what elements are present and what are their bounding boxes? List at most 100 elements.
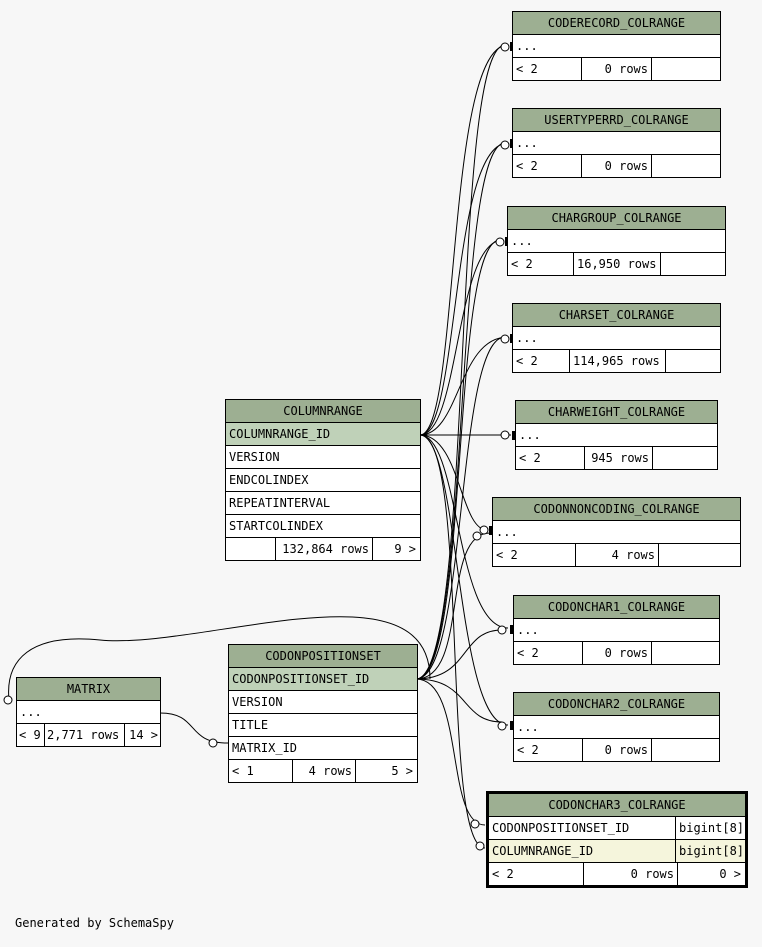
parents-count[interactable]: < 2 [513,350,570,372]
parents-count[interactable]: < 2 [513,155,582,177]
children-count[interactable] [653,447,717,469]
table-title: CODONCHAR1_COLRANGE [514,596,719,619]
column-name: COLUMNRANGE_ID [229,427,331,441]
parents-count[interactable]: < 2 [513,58,582,80]
table-title: CODONPOSITIONSET [229,645,417,668]
table-codonnoncoding-colrange[interactable]: CODONNONCODING_COLRANGE ... < 2 4 rows [492,497,741,567]
table-title: COLUMNRANGE [226,400,420,423]
edge-cps-codonchar2 [415,678,503,723]
children-count[interactable] [666,350,720,372]
ellipsis-row: ... [17,701,160,724]
table-coderecord-colrange[interactable]: CODERECORD_COLRANGE ... < 2 0 rows [512,11,721,81]
edge-columnrange-codonnoncoding [419,434,488,531]
parents-count[interactable]: < 1 [229,760,293,782]
children-count[interactable] [652,58,720,80]
edge-end-circle [472,531,482,541]
row-count: 4 rows [293,760,356,782]
edge-end-bar [510,625,513,634]
parents-count[interactable] [226,538,276,560]
ellipsis-row: ... [514,716,719,739]
column-row[interactable]: VERSION [229,691,417,714]
table-usertyperrd-colrange[interactable]: USERTYPERRD_COLRANGE ... < 2 0 rows [512,108,721,178]
row-count: 16,950 rows [574,253,661,275]
table-footer: < 2 114,965 rows [513,350,720,372]
table-title: CODONNONCODING_COLRANGE [493,498,740,521]
parents-count[interactable]: < 9 [17,724,45,746]
children-count[interactable]: 14 > [129,728,158,742]
children-count[interactable]: 0 > [719,867,741,881]
column-row[interactable]: MATRIX_ID [229,737,417,760]
parents-count[interactable]: < 2 [493,544,576,566]
edge-matrix-codonpositionset [159,712,229,744]
edge-end-circle [497,625,507,635]
column-row[interactable]: CODONPOSITIONSET_ID [229,668,417,691]
ellipsis-row: ... [493,521,740,544]
edge-end-bar [510,42,513,51]
edge-columnrange-chargroup [419,239,504,436]
parents-count[interactable]: < 2 [516,447,585,469]
edge-cps-codonchar1 [415,629,503,680]
table-matrix[interactable]: MATRIX ... < 9 2,771 rows 14 > [16,677,161,747]
edge-end-circle [500,334,510,344]
row-count: 0 rows [583,642,652,664]
edge-end-bar [510,334,513,343]
table-title: CHARSET_COLRANGE [513,304,720,327]
column-row[interactable]: CODONPOSITIONSET_ID bigint[8] [489,817,745,840]
edge-end-circle [500,430,510,440]
edge-cps-charset [415,336,506,680]
children-count[interactable] [661,253,725,275]
ellipsis-row: ... [513,132,720,155]
column-name: CODONPOSITIONSET_ID [232,672,370,686]
edge-columnrange-codonchar3 [419,434,486,849]
children-count[interactable] [659,544,740,566]
table-title: CODONCHAR3_COLRANGE [489,794,745,817]
column-name: TITLE [232,718,269,732]
table-footer: < 2 4 rows [493,544,740,566]
column-row[interactable]: TITLE [229,714,417,737]
table-footer: < 2 0 rows 0 > [489,863,745,885]
column-name: REPEATINTERVAL [229,496,331,510]
children-count[interactable]: 9 > [394,542,416,556]
parents-count[interactable]: < 2 [514,739,583,761]
edge-end-circle [3,695,13,705]
table-codonchar1-colrange[interactable]: CODONCHAR1_COLRANGE ... < 2 0 rows [513,595,720,665]
column-name: ENDCOLINDEX [229,473,309,487]
edge-cps-chargroup [415,239,501,680]
table-codonchar2-colrange[interactable]: CODONCHAR2_COLRANGE ... < 2 0 rows [513,692,720,762]
parents-count[interactable]: < 2 [508,253,574,275]
column-name: VERSION [229,450,280,464]
edge-end-circle [479,525,489,535]
table-title: CODONCHAR2_COLRANGE [514,693,719,716]
edge-columnrange-codonchar2 [419,434,509,726]
edge-end-circle [495,237,505,247]
parents-count[interactable]: < 2 [489,863,584,885]
table-footer: < 2 0 rows [513,155,720,177]
children-count[interactable] [652,739,719,761]
children-count[interactable] [652,642,719,664]
table-codonchar3-colrange[interactable]: CODONCHAR3_COLRANGE CODONPOSITIONSET_ID … [486,791,748,888]
children-count[interactable] [652,155,720,177]
table-codonpositionset[interactable]: CODONPOSITIONSET CODONPOSITIONSET_ID VER… [228,644,418,783]
column-row[interactable]: STARTCOLINDEX [226,515,420,538]
column-type: bigint[8] [675,817,745,839]
column-row[interactable]: COLUMNRANGE_ID [226,423,420,446]
column-row[interactable]: COLUMNRANGE_ID bigint[8] [489,840,745,863]
children-count[interactable]: 5 > [391,764,413,778]
edge-end-circle [470,819,480,829]
column-row[interactable]: VERSION [226,446,420,469]
edge-end-circle [500,42,510,52]
table-charset-colrange[interactable]: CHARSET_COLRANGE ... < 2 114,965 rows [512,303,721,373]
table-chargroup-colrange[interactable]: CHARGROUP_COLRANGE ... < 2 16,950 rows [507,206,726,276]
table-footer: < 2 0 rows [514,739,719,761]
column-row[interactable]: ENDCOLINDEX [226,469,420,492]
parents-count[interactable]: < 2 [514,642,583,664]
table-title: CODERECORD_COLRANGE [513,12,720,35]
column-row[interactable]: REPEATINTERVAL [226,492,420,515]
table-footer: < 2 0 rows [513,58,720,80]
row-count: 114,965 rows [570,350,666,372]
table-columnrange[interactable]: COLUMNRANGE COLUMNRANGE_ID VERSION ENDCO… [225,399,421,561]
table-charweight-colrange[interactable]: CHARWEIGHT_COLRANGE ... < 2 945 rows [515,400,718,470]
ellipsis-row: ... [513,35,720,58]
table-title: CHARGROUP_COLRANGE [508,207,725,230]
